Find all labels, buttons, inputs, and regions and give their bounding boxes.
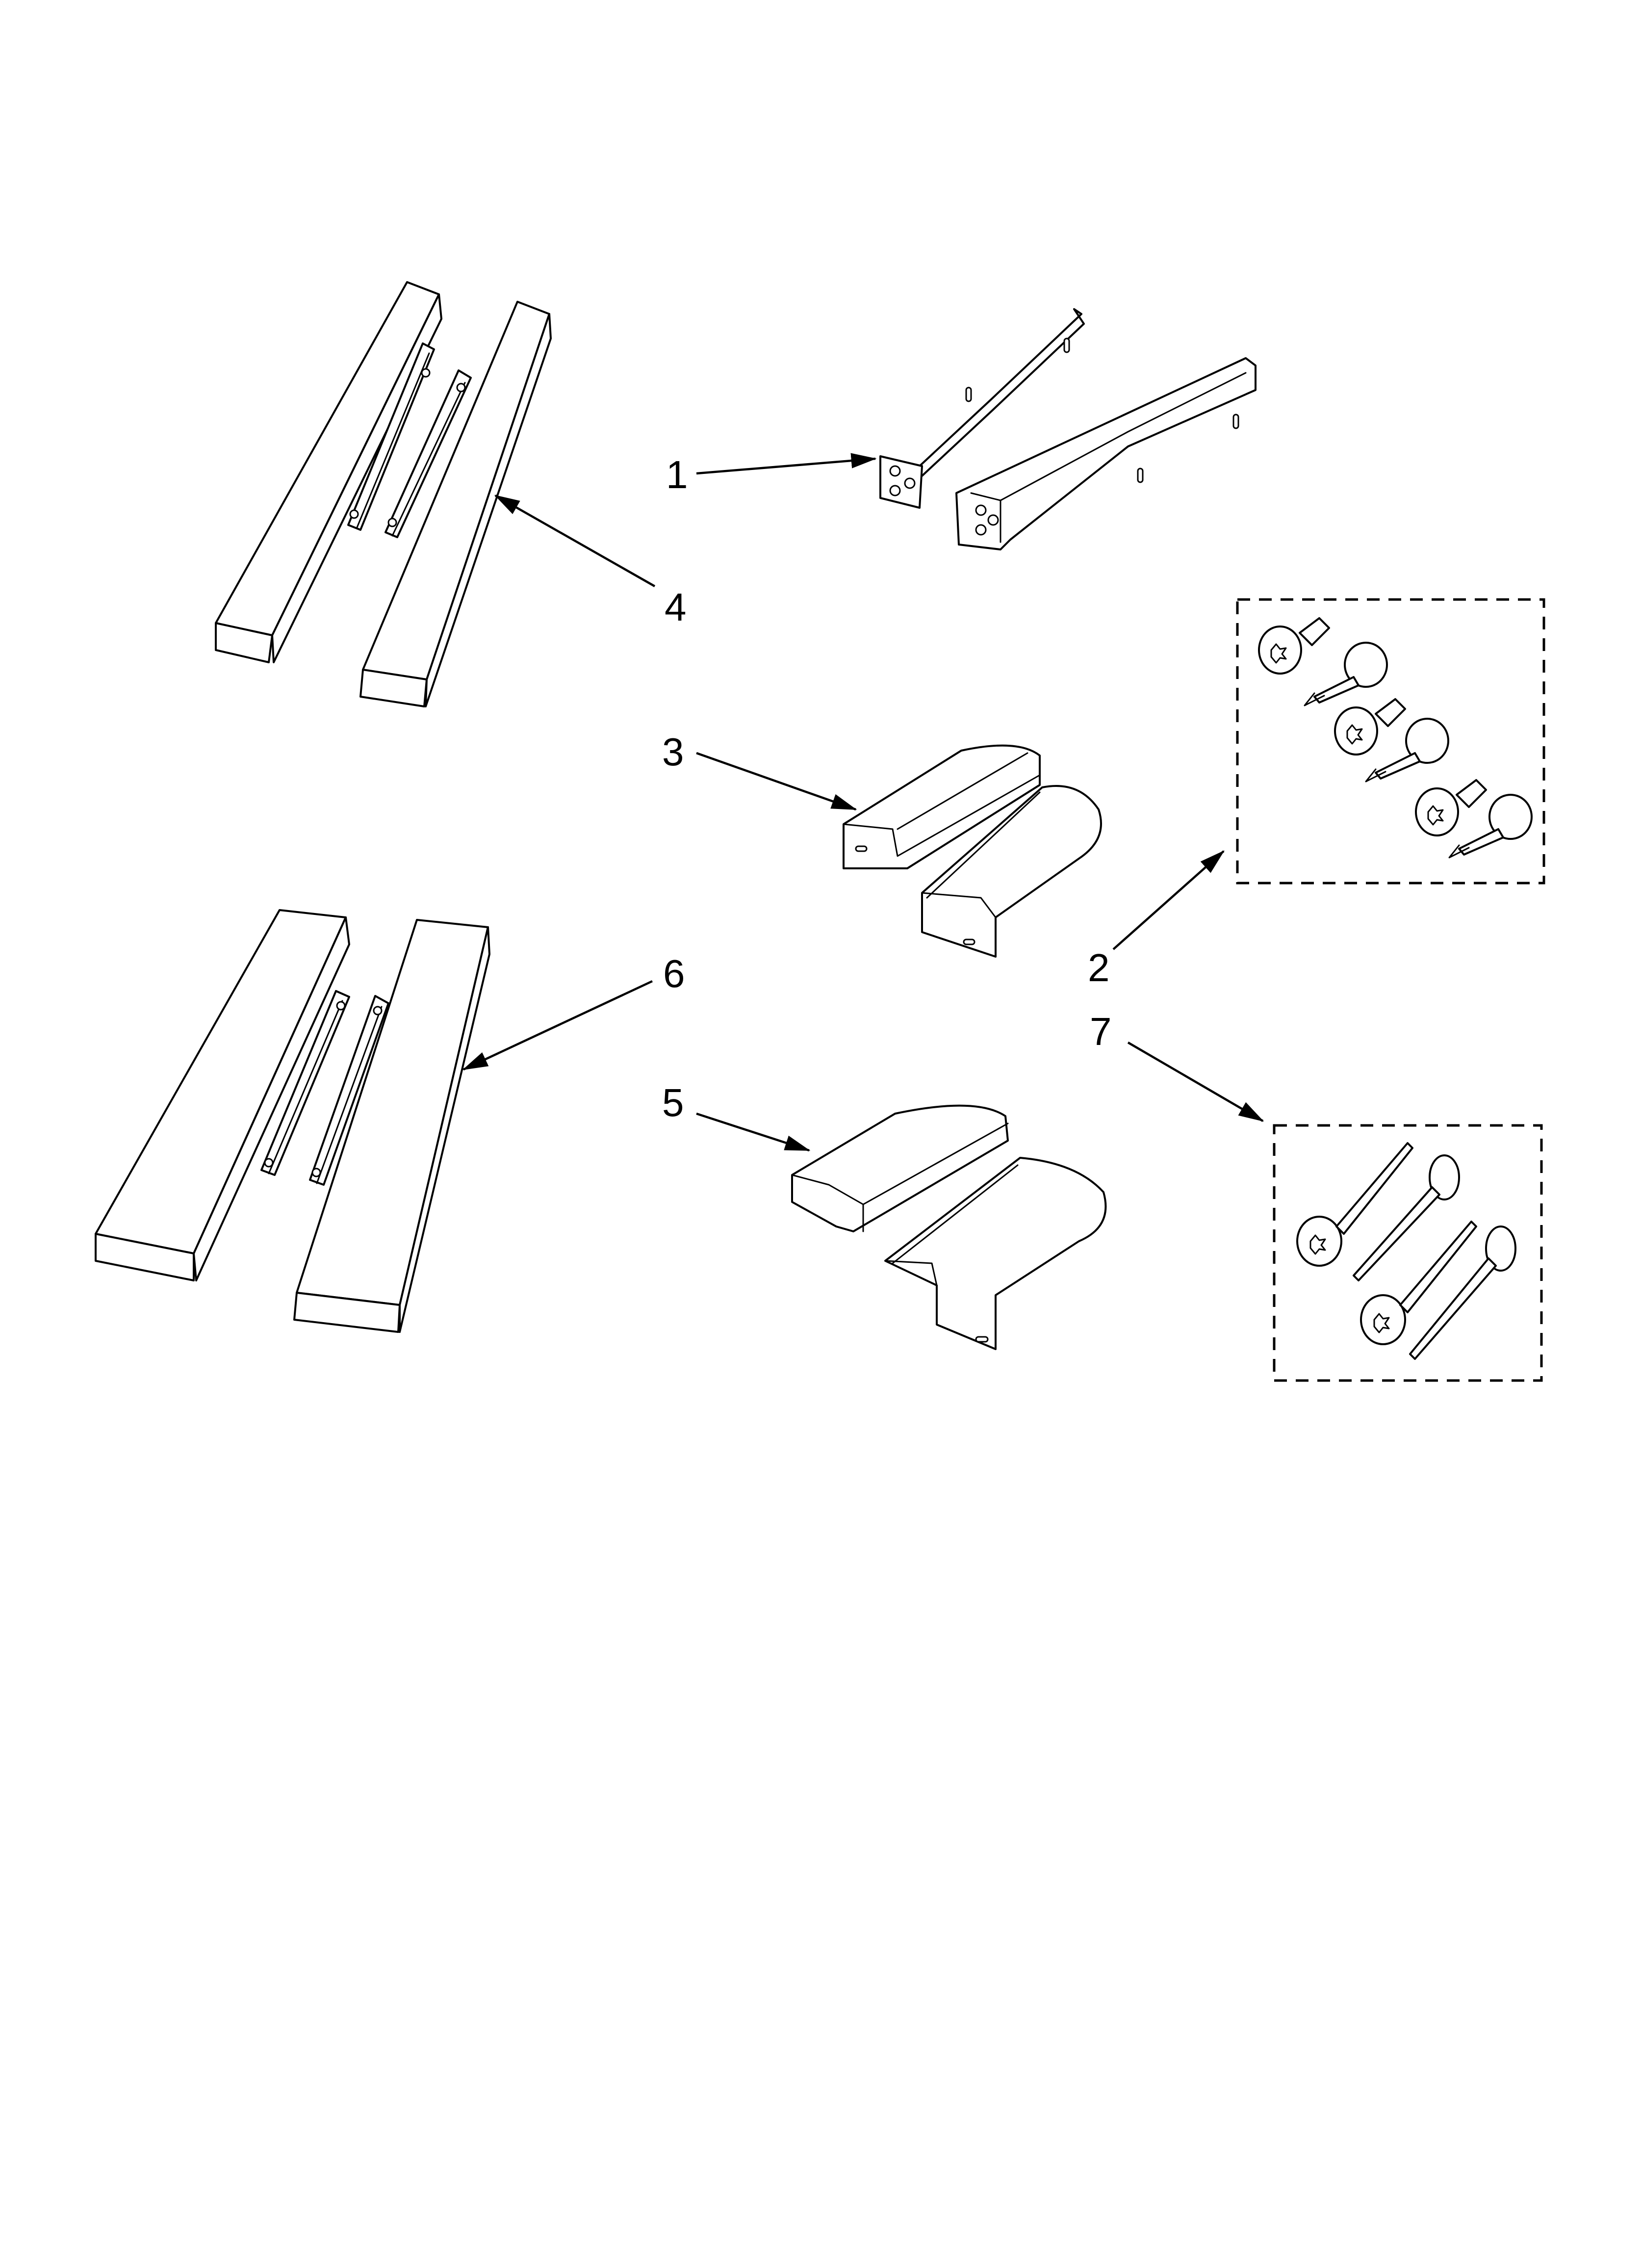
callout-5: 5 <box>662 1081 684 1124</box>
callout-7: 7 <box>1090 1010 1112 1053</box>
part-7-long-screws-kit <box>1273 1124 1543 1382</box>
callout-3: 3 <box>662 730 684 774</box>
leader-7 <box>1127 1042 1264 1122</box>
long-screw <box>1409 1225 1516 1360</box>
callout-2: 2 <box>1088 946 1110 990</box>
part-1-brackets <box>879 308 1257 550</box>
leader-4 <box>494 495 656 587</box>
leader-1 <box>696 453 877 475</box>
leader-lines <box>462 453 1264 1152</box>
screw <box>1415 779 1487 836</box>
leader-2 <box>1112 850 1225 950</box>
long-screw <box>1296 1142 1413 1267</box>
part-6-trim-strips <box>95 909 490 1333</box>
leader-3 <box>696 752 857 811</box>
screw <box>1448 794 1533 859</box>
screw <box>1365 718 1449 782</box>
screw <box>1304 642 1388 706</box>
screw <box>1334 698 1406 756</box>
part-4-trim-strips <box>215 281 552 707</box>
leader-6 <box>462 980 653 1071</box>
part-2-screws-kit <box>1236 598 1545 885</box>
part-5-covers <box>791 1104 1107 1350</box>
screw <box>1258 617 1330 675</box>
callout-1: 1 <box>666 453 688 496</box>
leader-5 <box>696 1112 811 1152</box>
callout-4: 4 <box>665 585 687 629</box>
long-screw <box>1353 1154 1460 1281</box>
long-screw <box>1360 1221 1477 1345</box>
callout-6: 6 <box>663 952 685 995</box>
callout-labels: 1 4 3 2 6 7 5 <box>662 453 1112 1124</box>
part-3-covers <box>843 744 1102 958</box>
